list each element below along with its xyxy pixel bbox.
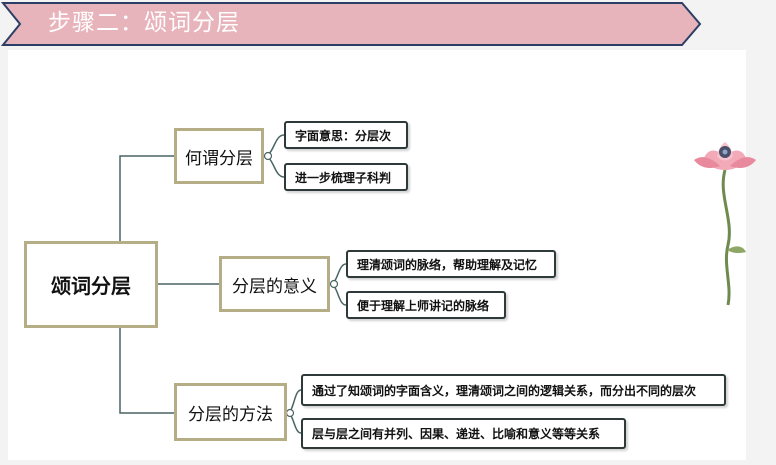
branch-what-is-layering: 何谓分层 bbox=[174, 128, 264, 184]
lotus-flower-icon bbox=[694, 142, 756, 306]
mindmap-canvas: 颂词分层 何谓分层 分层的意义 分层的方法 字面意思：分层次 进一步梳理子科判 … bbox=[8, 50, 746, 460]
root-node: 颂词分层 bbox=[24, 241, 158, 328]
leaf-item: 理清颂词的脉络，帮助理解及记忆 bbox=[346, 250, 556, 278]
leaf-item: 便于理解上师讲记的脉络 bbox=[346, 291, 506, 319]
leaf-item: 通过了知颂词的字面含义，理清颂词之间的逻辑关系，而分出不同的层次 bbox=[301, 374, 726, 406]
page-title: 步骤二：颂词分层 bbox=[48, 10, 240, 36]
header-banner bbox=[0, 2, 702, 46]
branch-layering-method: 分层的方法 bbox=[174, 383, 287, 441]
branch-layering-significance: 分层的意义 bbox=[219, 256, 330, 312]
leaf-item: 层与层之间有并列、因果、递进、比喻和意义等等关系 bbox=[301, 418, 626, 449]
leaf-item: 进一步梳理子科判 bbox=[284, 163, 408, 191]
mindmap-connectors bbox=[119, 134, 347, 434]
leaf-item: 字面意思：分层次 bbox=[284, 121, 408, 149]
